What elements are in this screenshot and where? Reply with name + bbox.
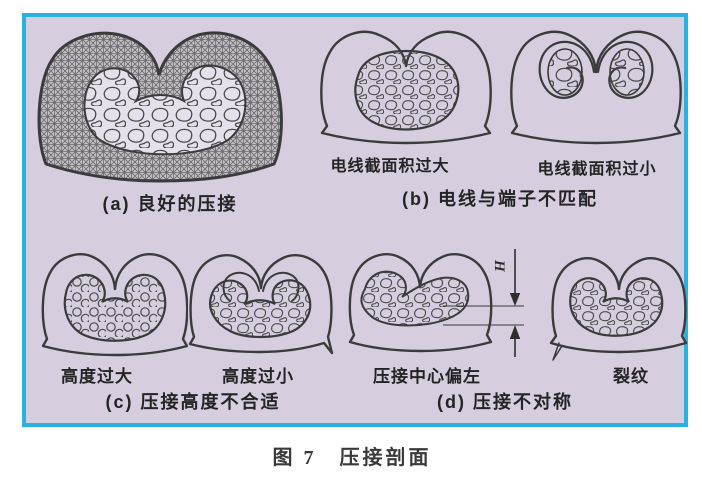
label-section-a: (a) 良好的压接	[102, 194, 238, 214]
diagram-height-too-large	[41, 253, 188, 357]
wire-strands-left	[547, 48, 583, 96]
left-curl	[222, 271, 260, 302]
label-wire-too-large: 电线截面积过大	[330, 158, 450, 175]
label-crack: 裂纹	[613, 367, 649, 386]
figure-panel: H (a) 良好的压接 电线截面积过大 电线截面积过小 (b) 电线与端子不匹配…	[22, 13, 688, 427]
wire-strands	[83, 64, 247, 156]
right-curl	[262, 271, 300, 302]
wire-strands	[360, 270, 470, 327]
diagram-good-crimp	[37, 31, 283, 183]
label-height-too-small: 高度过小	[222, 367, 294, 386]
label-section-d: (d) 压接不对称	[437, 392, 573, 412]
diagram-wire-too-small	[510, 30, 682, 145]
figure-caption: 图 7 压接剖面	[272, 447, 432, 469]
crimp-barrel	[549, 257, 687, 354]
diagram-center-offset-left: H	[348, 249, 524, 357]
label-center-offset-left: 压接中心偏左	[373, 367, 481, 386]
wire-strands	[208, 279, 312, 339]
wire-strands-right	[609, 48, 645, 96]
diagram-wire-too-large	[320, 30, 492, 145]
height-dimension: H	[443, 249, 524, 357]
diagram-crack	[549, 257, 687, 361]
dimension-h-label: H	[491, 259, 507, 273]
label-wire-too-small: 电线截面积过小	[537, 161, 657, 178]
crimp-barrel	[188, 254, 334, 355]
label-section-b: (b) 电线与端子不匹配	[402, 189, 598, 209]
crimp-barrel	[41, 253, 188, 357]
arrowhead-down-icon	[509, 293, 521, 306]
label-section-c: (c) 压接高度不合适	[105, 392, 281, 412]
wire-strands	[569, 277, 664, 337]
crimp-barrel	[320, 30, 492, 145]
crimp-barrel	[348, 253, 493, 353]
arrowhead-up-icon	[509, 325, 521, 339]
wire-strands	[63, 273, 167, 342]
wire-strands	[354, 49, 460, 131]
diagram-height-too-small	[188, 254, 334, 355]
crack-line	[552, 342, 563, 361]
crimp-barrel	[510, 30, 682, 145]
label-height-too-large: 高度过大	[61, 367, 133, 386]
